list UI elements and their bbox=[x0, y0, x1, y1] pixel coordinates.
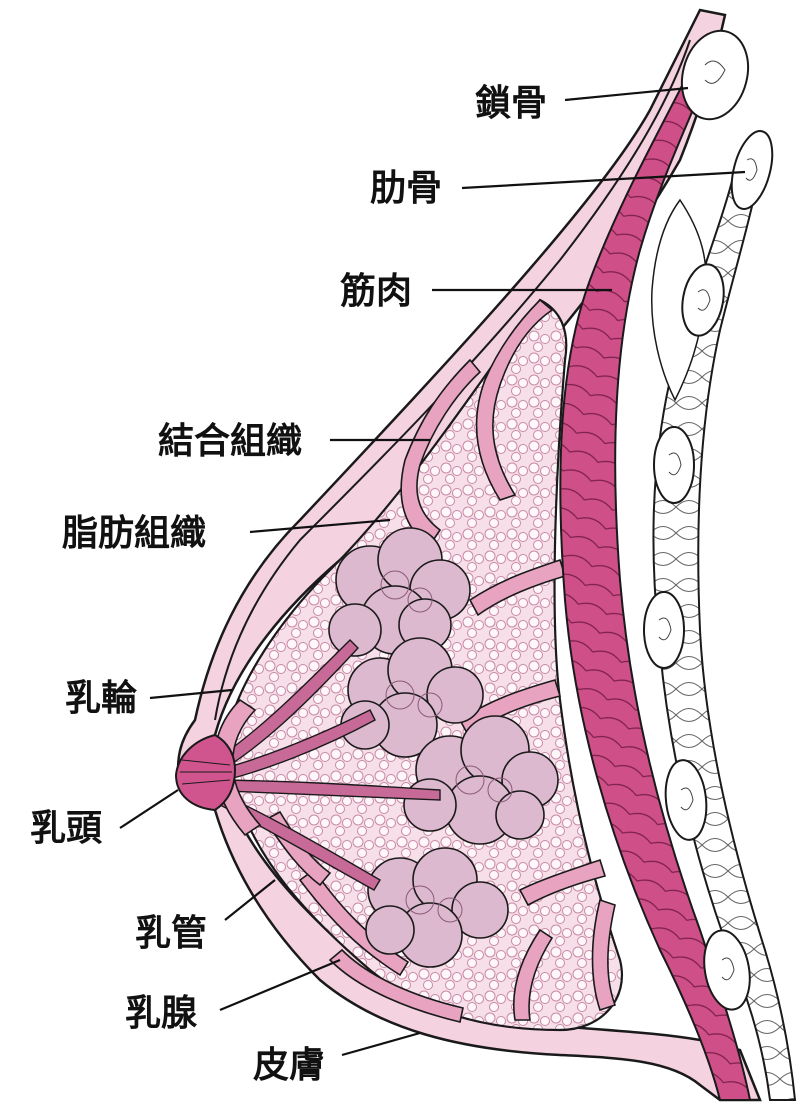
label-skin: 皮膚 bbox=[253, 1045, 325, 1086]
label-lactiferous-duct: 乳管 bbox=[135, 913, 207, 954]
rib-markings bbox=[658, 60, 758, 981]
connective-tissue-septa bbox=[263, 298, 617, 1023]
label-adipose-tissue: 脂肪組織 bbox=[62, 513, 206, 554]
label-nipple: 乳頭 bbox=[30, 808, 103, 849]
labels: 鎖骨 肋骨 筋肉 結合組織 脂肪組織 乳輪 乳頭 乳管 乳腺 皮膚 bbox=[30, 83, 547, 1086]
label-rib: 肋骨 bbox=[370, 168, 442, 209]
label-connective-tissue: 結合組織 bbox=[158, 421, 302, 462]
lobule-4 bbox=[365, 847, 509, 968]
ribs bbox=[643, 29, 774, 1011]
label-muscle: 筋肉 bbox=[340, 271, 412, 312]
label-areola: 乳輪 bbox=[65, 677, 137, 719]
nipple-lines bbox=[180, 759, 232, 785]
pectoral-muscle bbox=[559, 68, 752, 1101]
label-clavicle: 鎖骨 bbox=[475, 83, 547, 124]
lobule-1 bbox=[328, 527, 471, 657]
label-mammary-gland: 乳腺 bbox=[125, 993, 198, 1034]
leader-lines bbox=[119, 86, 746, 1057]
lobule-inner-marks bbox=[380, 570, 513, 923]
